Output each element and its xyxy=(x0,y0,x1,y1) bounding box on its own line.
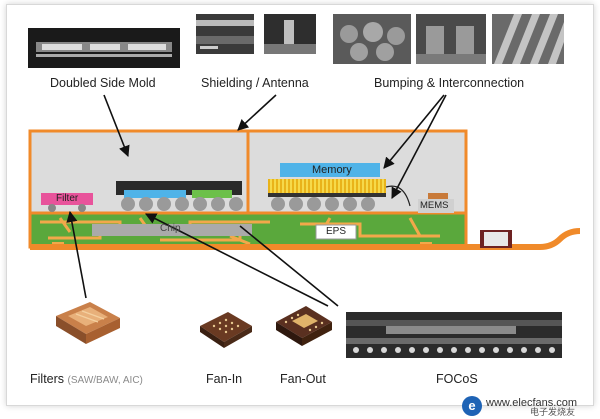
filter-label: Filter xyxy=(56,193,79,204)
embedded-chip xyxy=(92,224,252,236)
double-side-mold-label: Doubled Side Mold xyxy=(50,76,156,90)
eps-label: EPS xyxy=(326,226,347,237)
filters-label: Filters (SAW/BAW, AIC) xyxy=(30,372,143,386)
watermark: e www.elecfans.com xyxy=(462,394,598,418)
mems-device xyxy=(418,193,454,213)
bumping-photo-1 xyxy=(333,14,411,64)
fan-out-photo xyxy=(276,306,332,346)
focos-label: FOCoS xyxy=(436,372,478,386)
arrow-focos-photo xyxy=(239,225,339,307)
shielding-antenna-label: Shielding / Antenna xyxy=(201,76,309,90)
arrow-bump-1 xyxy=(383,94,445,169)
flip-chip xyxy=(116,181,243,211)
watermark-url: www.elecfans.com xyxy=(486,397,578,409)
shielding-photo-1 xyxy=(196,14,254,54)
fan-in-photo xyxy=(200,312,252,348)
shielding-photo-2 xyxy=(264,14,316,54)
arrow-filter-photo xyxy=(66,210,87,299)
arrow-bump-2 xyxy=(391,94,447,199)
filter-module-photo xyxy=(56,302,120,344)
focos-cross-section-photo xyxy=(346,312,562,358)
connector xyxy=(480,230,512,248)
chip-label: Chip xyxy=(160,223,181,234)
double-side-mold-photo xyxy=(28,28,180,68)
arrow-shield xyxy=(237,94,277,131)
flex-board xyxy=(30,228,581,250)
memory-label: Memory xyxy=(312,164,352,176)
fan-out-label: Fan-Out xyxy=(280,372,326,386)
bumping-photo-2 xyxy=(416,14,486,64)
mems-label: MEMS xyxy=(420,200,449,211)
filter-die xyxy=(41,193,93,212)
eps-component xyxy=(315,224,357,240)
filters-sub-label: (SAW/BAW, AIC) xyxy=(67,375,143,386)
arrow-fanout-photo xyxy=(145,213,329,307)
bumping-photo-3 xyxy=(492,14,564,64)
fan-in-label: Fan-In xyxy=(206,372,243,386)
memory-stack xyxy=(268,163,386,211)
filters-main-label: Filters xyxy=(30,372,65,386)
watermark-logo: e xyxy=(462,396,482,416)
arrow-mold xyxy=(103,94,130,158)
watermark-brand: 电子发烧友 xyxy=(530,407,576,417)
mold-compound xyxy=(28,129,468,215)
bumping-interconnection-label: Bumping & Interconnection xyxy=(374,76,525,90)
